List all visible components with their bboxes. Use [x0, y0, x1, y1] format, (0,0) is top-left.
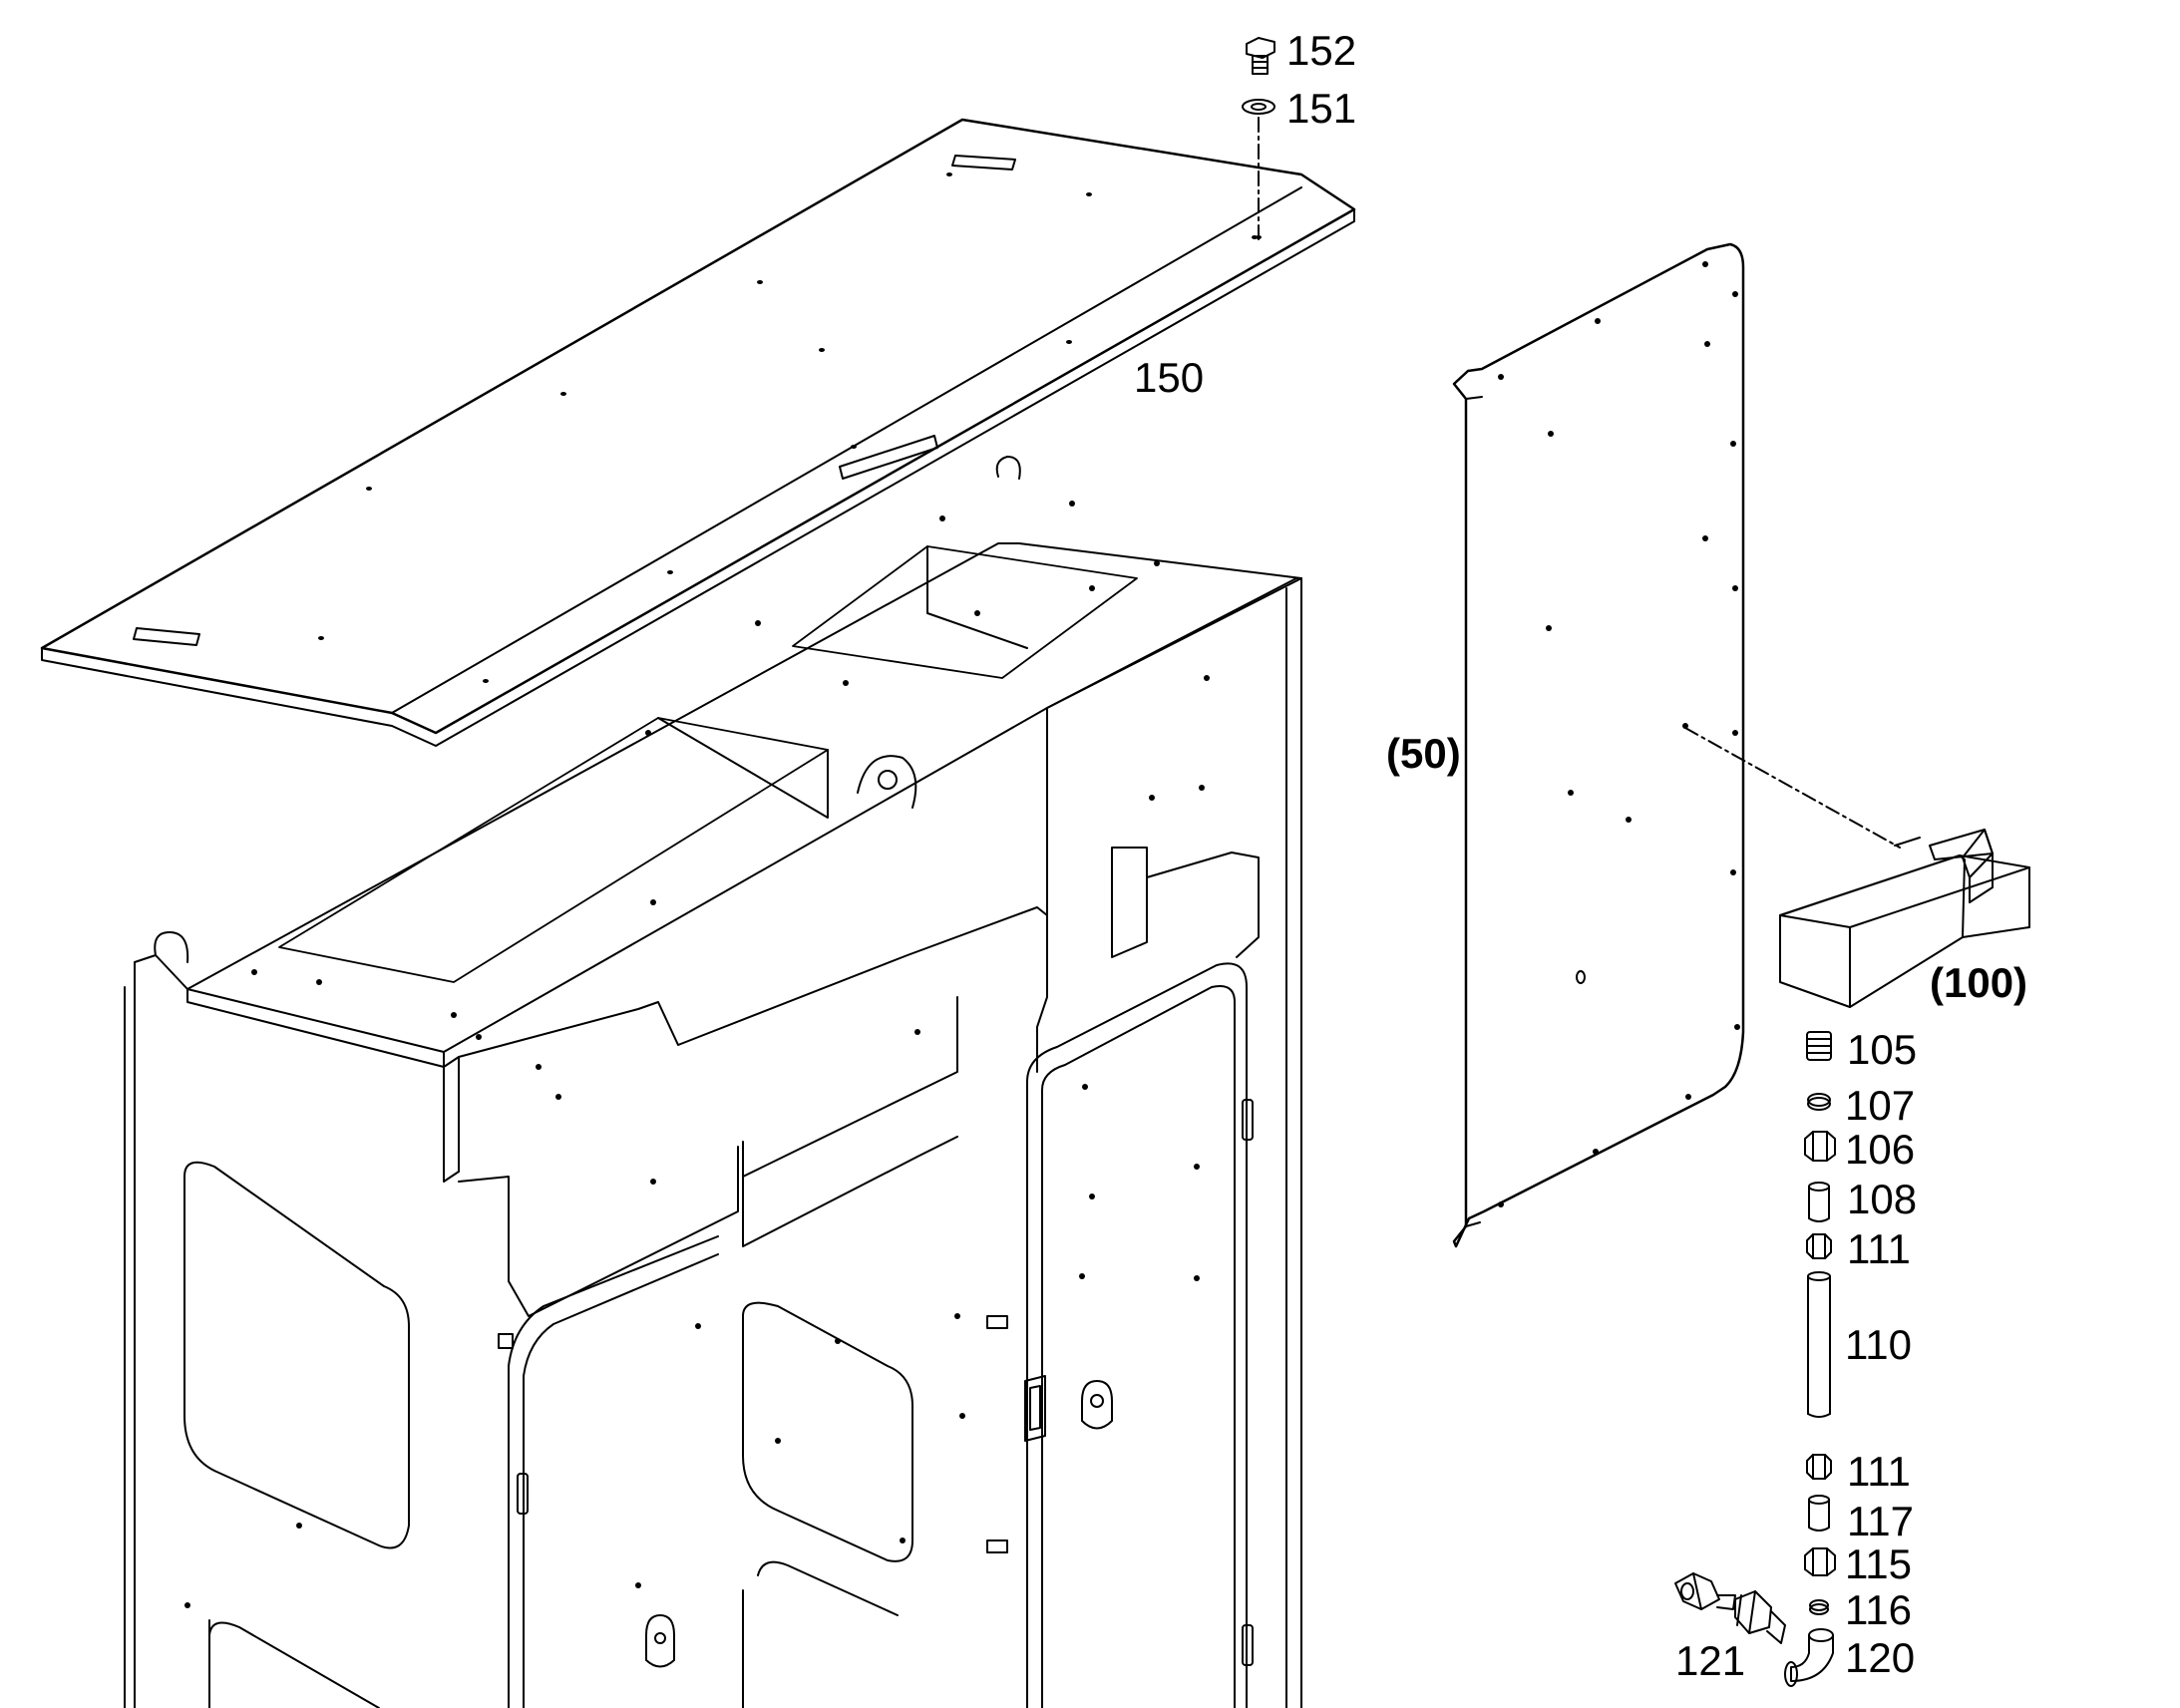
callout-107: 107: [1845, 1082, 1916, 1129]
washer-116: [1809, 1599, 1829, 1615]
main-frame: [124, 456, 1302, 1708]
callout-115: 115: [1845, 1540, 1912, 1587]
box-100: [1779, 829, 2030, 1008]
side-panel-50: [1452, 242, 1745, 1248]
callout-100: (100): [1930, 959, 2028, 1006]
coupling-121-body: [1734, 1590, 1772, 1634]
callout-152: 152: [1286, 27, 1357, 74]
callout-111-upper: 111: [1847, 1225, 1911, 1272]
callout-50: (50): [1386, 730, 1461, 777]
washer-107: [1807, 1093, 1831, 1111]
callout-105: 105: [1847, 1026, 1918, 1073]
washer-151: [1242, 99, 1275, 115]
callout-151: 151: [1286, 85, 1357, 132]
callout-150: 150: [1134, 354, 1205, 401]
coupling-121-nut-left: [1674, 1572, 1720, 1610]
pipe-110: [1807, 1271, 1831, 1418]
nipple-108: [1808, 1182, 1830, 1222]
nut-111-upper: [1806, 1233, 1832, 1259]
callout-106: 106: [1845, 1126, 1916, 1173]
callout-117: 117: [1847, 1498, 1914, 1544]
fitting-105: [1806, 1031, 1832, 1061]
top-cover-plate-150: [40, 118, 1356, 747]
callout-120: 120: [1845, 1634, 1916, 1681]
nut-106: [1804, 1131, 1836, 1162]
bolt-152: [1246, 37, 1275, 75]
callout-108: 108: [1847, 1176, 1918, 1222]
callout-111-lower: 111: [1847, 1448, 1911, 1495]
callout-110: 110: [1845, 1321, 1912, 1368]
nut-115: [1804, 1547, 1836, 1576]
callout-116: 116: [1845, 1586, 1912, 1633]
nut-111-lower: [1806, 1454, 1832, 1480]
elbow-120: [1784, 1628, 1834, 1687]
coupling-121: [1674, 1572, 1786, 1644]
callout-121: 121: [1675, 1637, 1746, 1684]
nipple-117: [1808, 1495, 1830, 1532]
assembly-line-50-100: [1684, 727, 1901, 849]
